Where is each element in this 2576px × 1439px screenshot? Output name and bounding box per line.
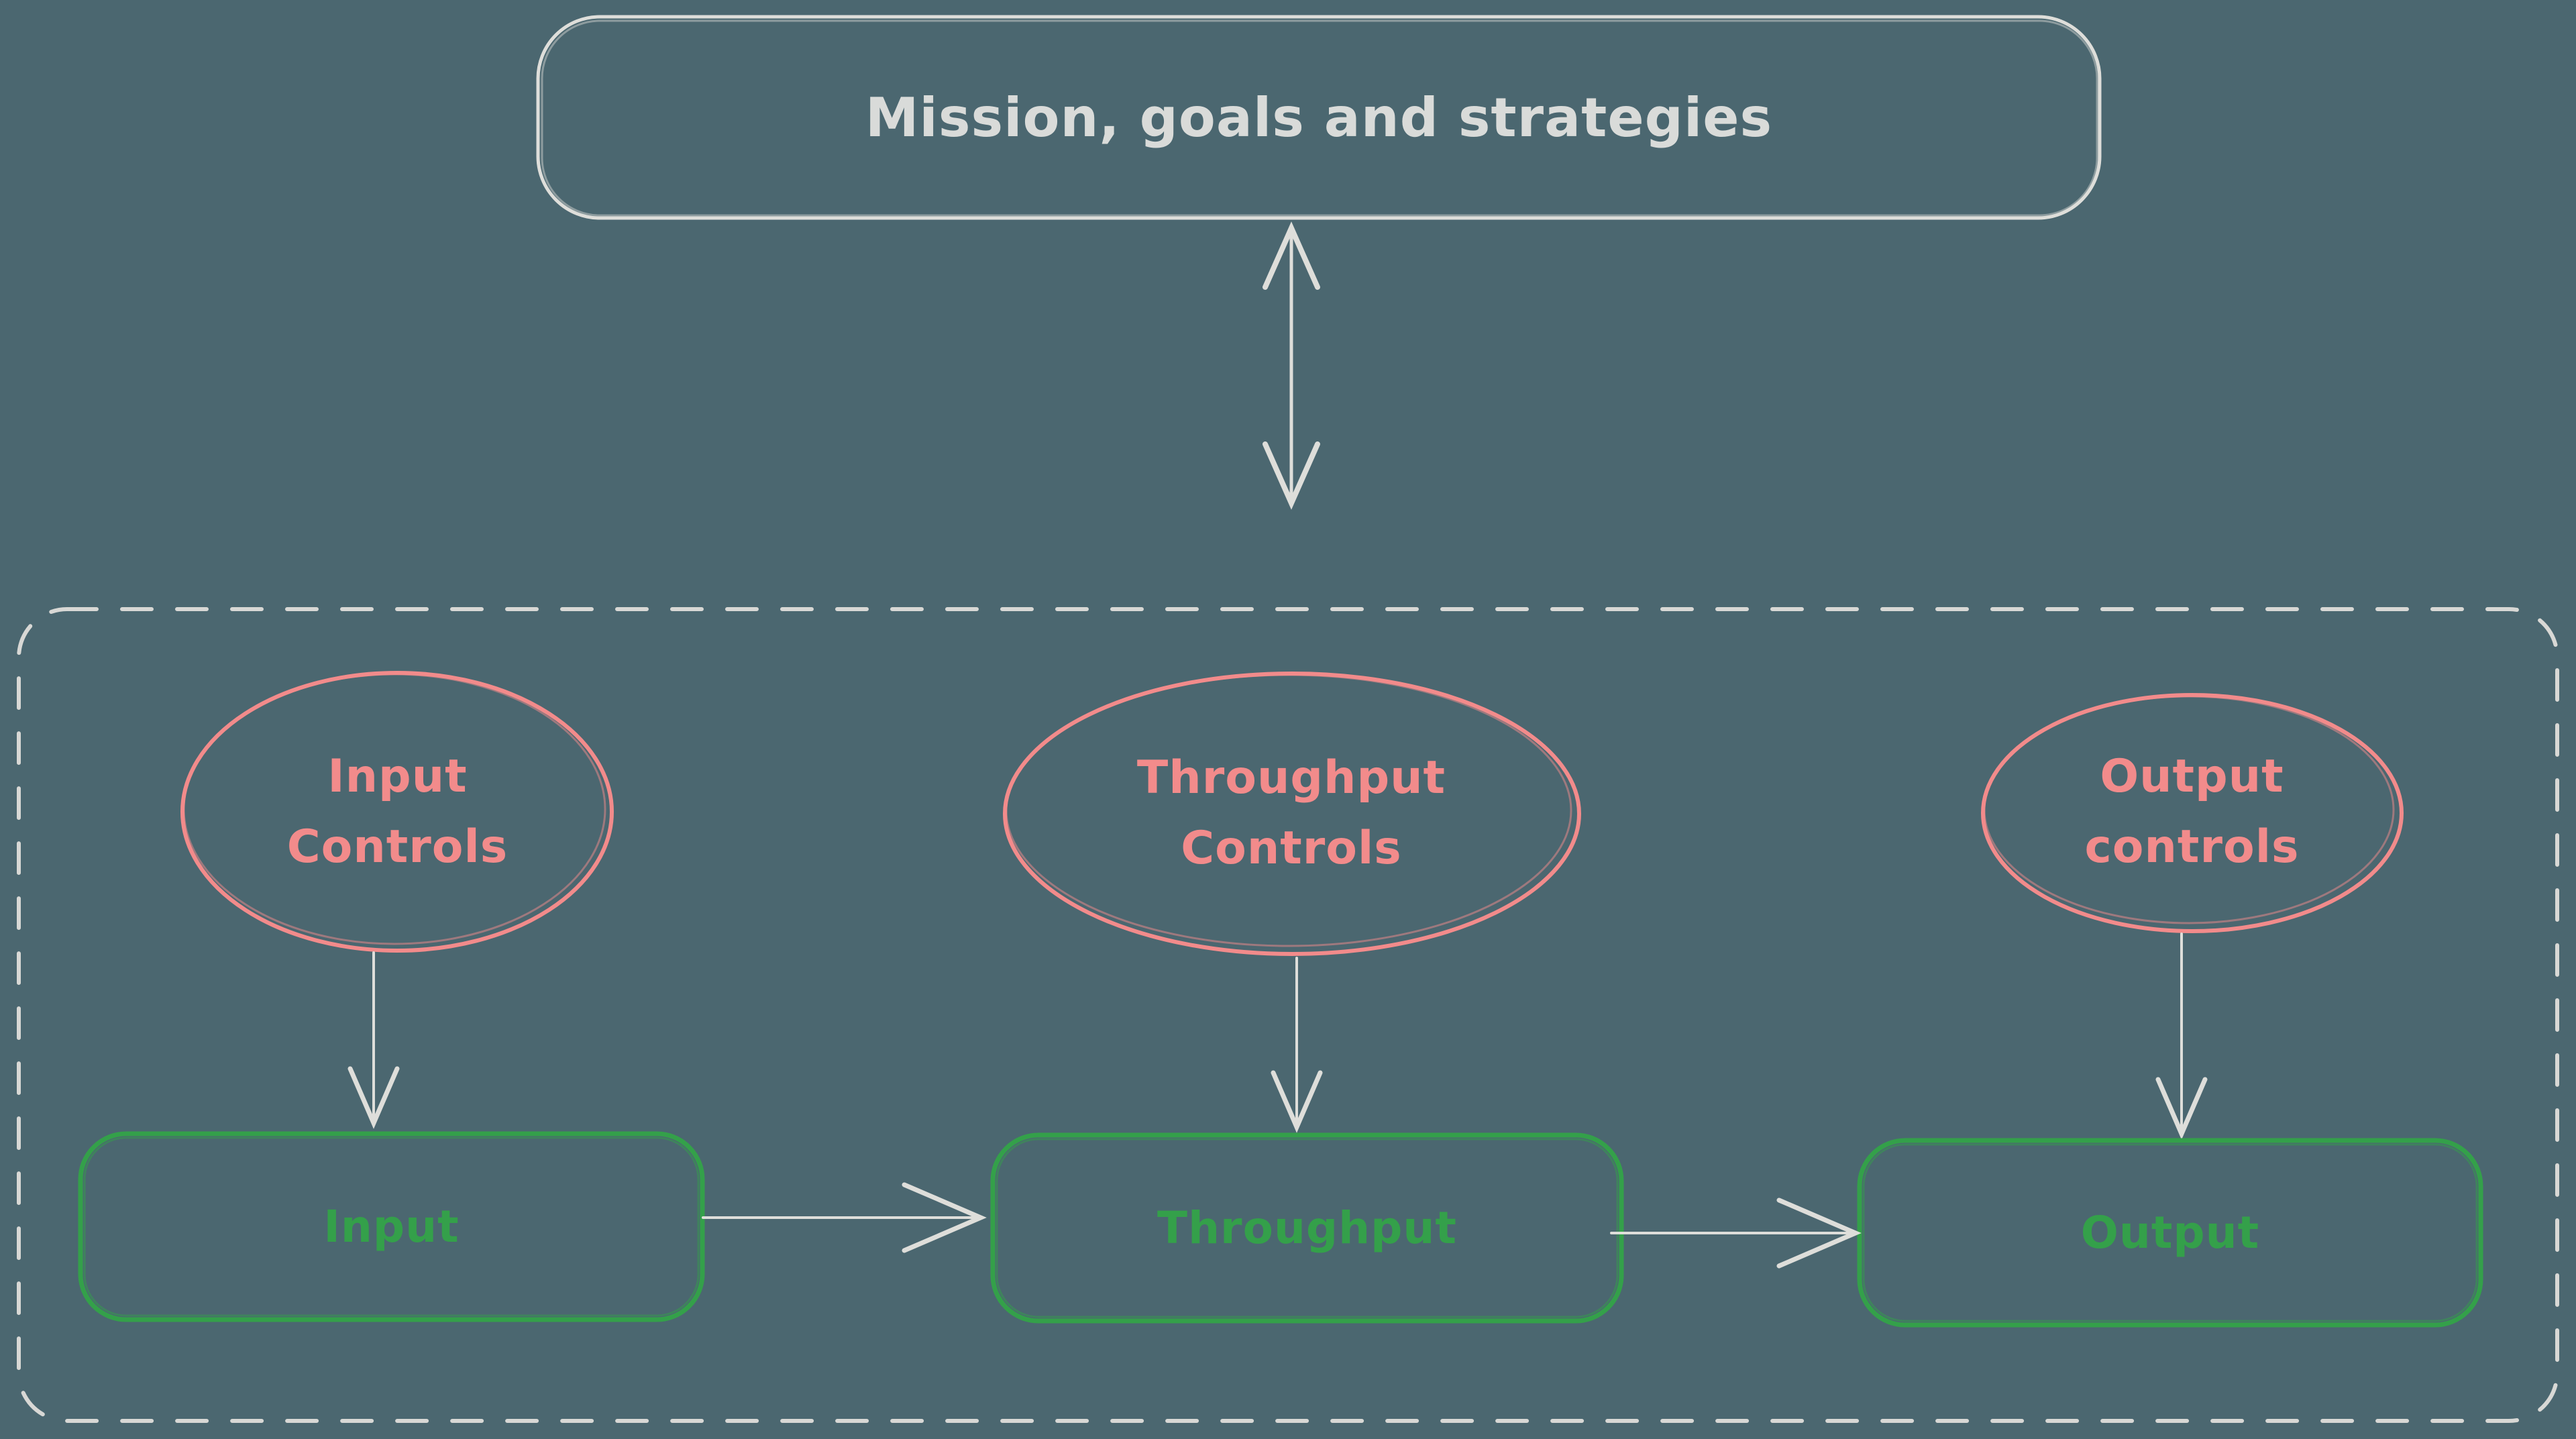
input-box — [78, 1131, 705, 1322]
output-box — [1857, 1138, 2483, 1328]
throughput-box — [990, 1132, 1624, 1324]
arrow-throughput-to-output — [1610, 1197, 1862, 1269]
arrow-input-to-throughput — [702, 1182, 987, 1253]
mission-box — [536, 15, 2102, 220]
system-boundary — [17, 607, 2559, 1423]
arrow-input-controls-to-input — [347, 951, 400, 1129]
output-controls-ellipse — [1981, 693, 2404, 933]
throughput-controls-ellipse — [1003, 672, 1581, 956]
bidirectional-arrow — [1263, 221, 1320, 510]
input-controls-ellipse — [180, 671, 614, 953]
arrow-output-controls-to-output — [2155, 932, 2208, 1140]
arrow-throughput-controls-to-throughput — [1271, 957, 1323, 1133]
